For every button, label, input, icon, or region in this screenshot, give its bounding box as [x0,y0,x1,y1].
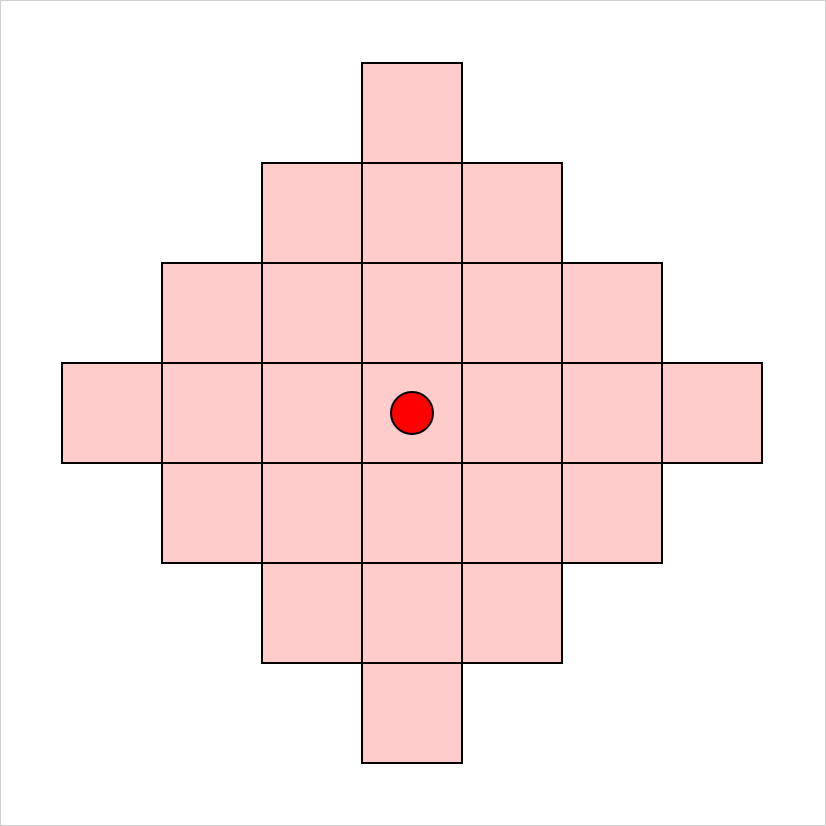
grid-cell-r5-c3 [361,562,463,664]
grid-cell-r1-c2 [261,162,363,264]
grid-cell-r4-c5 [561,462,663,564]
grid-cell-r3-c2 [261,362,363,464]
center-marker-dot [390,391,434,435]
marker-layer [390,391,434,435]
grid-cell-r4-c4 [461,462,563,564]
grid-cell-r3-c6 [661,362,763,464]
grid-cell-r1-c3 [361,162,463,264]
grid-cell-r3-c5 [561,362,663,464]
grid-cell-r4-c3 [361,462,463,564]
grid-cell-r0-c3 [361,62,463,164]
grid-cells [61,62,763,764]
grid-cell-r5-c4 [461,562,563,664]
grid-cell-r3-c0 [61,362,163,464]
grid-cell-r1-c4 [461,162,563,264]
grid-cell-r3-c4 [461,362,563,464]
grid-cell-r4-c1 [161,462,263,564]
grid-cell-r2-c4 [461,262,563,364]
grid-cell-r2-c1 [161,262,263,364]
grid-cell-r5-c2 [261,562,363,664]
grid-cell-r2-c3 [361,262,463,364]
grid-cell-r2-c5 [561,262,663,364]
grid-cell-r4-c2 [261,462,363,564]
grid-cell-r2-c2 [261,262,363,364]
grid-cell-r3-c1 [161,362,263,464]
grid-cell-r6-c3 [361,662,463,764]
